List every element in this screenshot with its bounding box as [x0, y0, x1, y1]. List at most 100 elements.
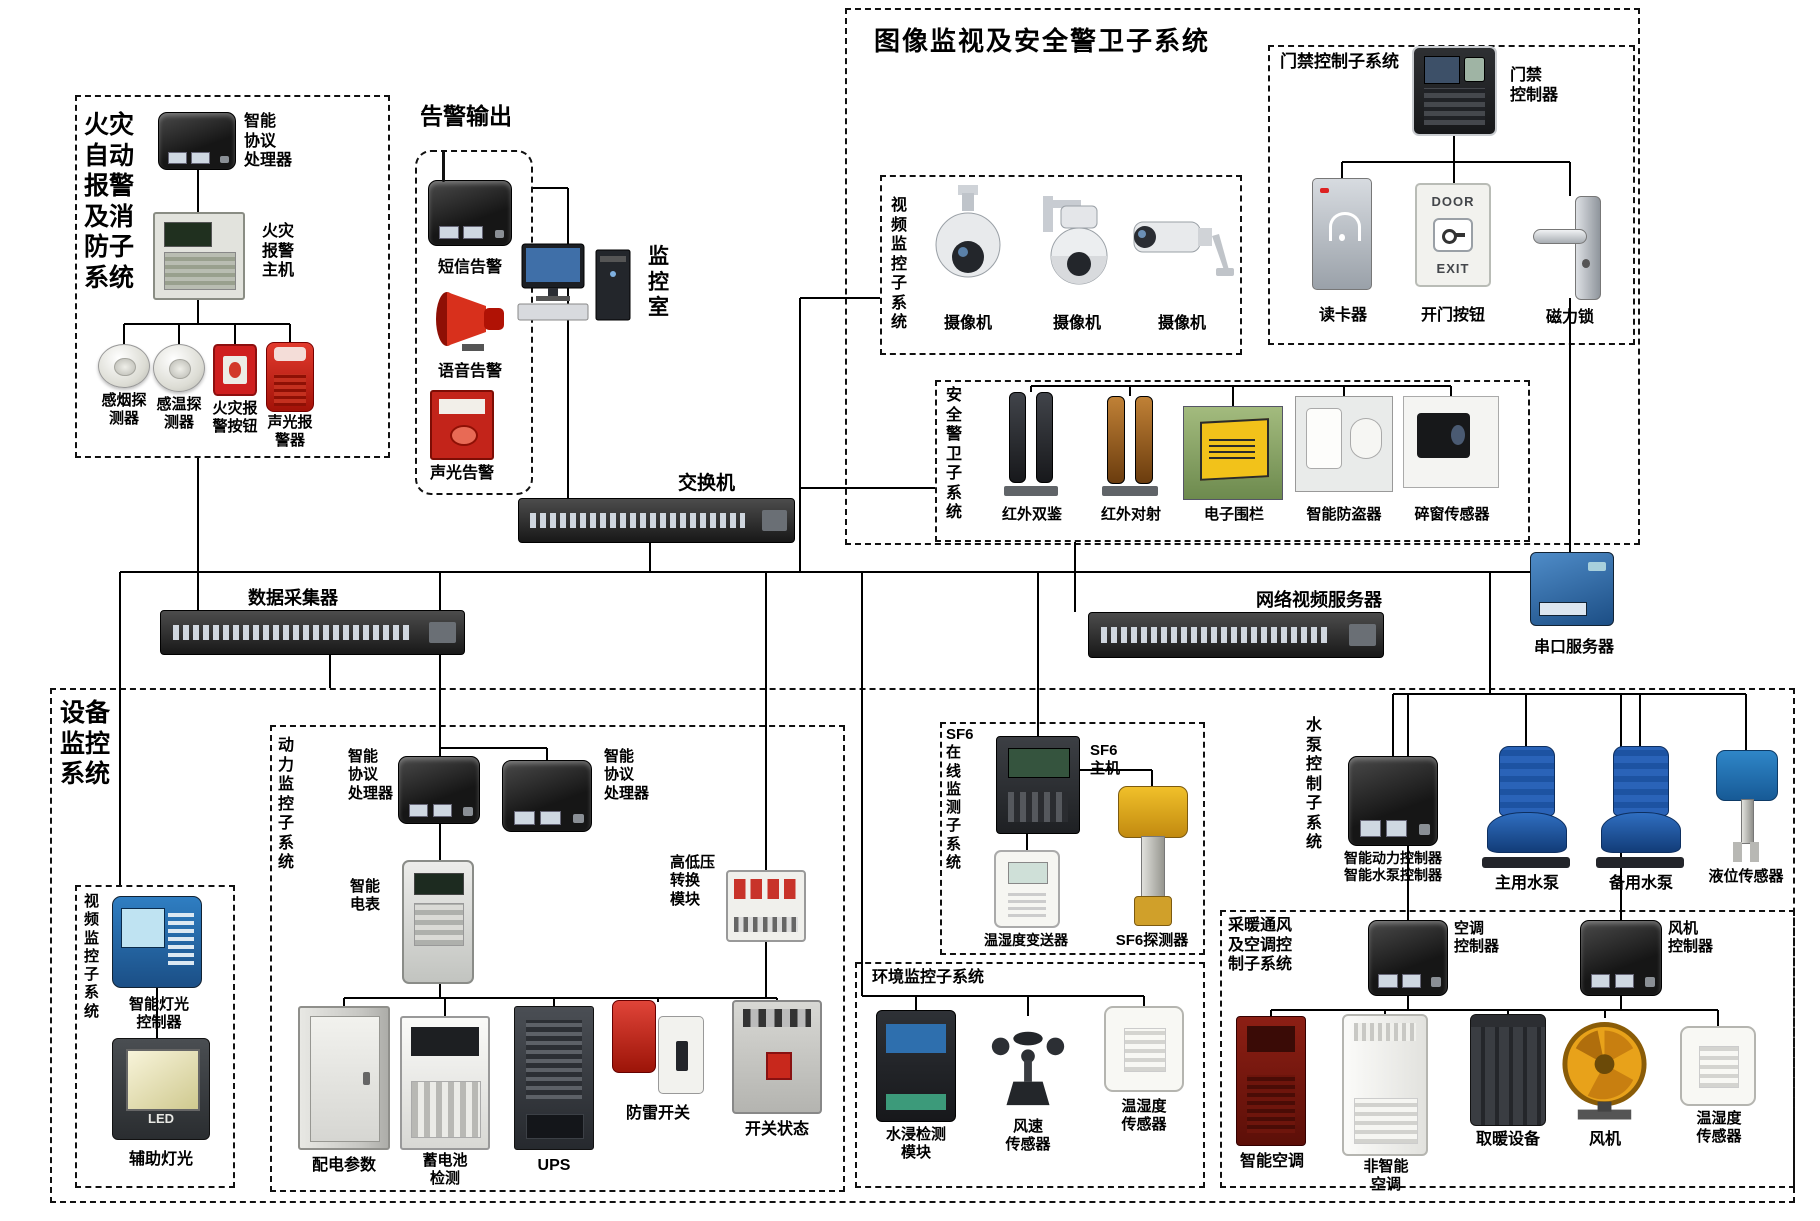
pump-controller-label: 智能动力控制器 智能水泵控制器	[1344, 850, 1442, 884]
sf6-detector-label: SF6探测器	[1115, 932, 1189, 949]
fire-protocol-processor-device	[158, 112, 236, 170]
led-text: LED	[148, 1111, 174, 1126]
ac-controller-label: 空调 控制器	[1454, 920, 1500, 956]
camera-label-1: 摄像机	[943, 315, 992, 332]
data-collector-label: 数据采集器	[248, 588, 338, 608]
ir-beam-device	[1098, 396, 1162, 496]
fire-alarm-host-device	[153, 212, 245, 300]
basic-ac-label: 非智能 空调	[1363, 1158, 1409, 1194]
main-pump-label: 主用水泵	[1494, 875, 1559, 892]
camera-label-3: 摄像机	[1157, 315, 1206, 332]
light-controller-device	[112, 896, 202, 988]
fire-alarm-button-device	[213, 344, 257, 396]
fire-protocol-processor-label: 智能 协议 处理器	[244, 113, 293, 170]
equipment-title: 设备 监控 系统	[60, 699, 111, 788]
video-subsystem-title: 视 频 监 控 子 系 统	[891, 197, 908, 332]
heat-detector-label: 感温探 测器	[156, 396, 202, 432]
sf6-host-label: SF6 主机	[1090, 742, 1121, 778]
power-processor-device-1	[398, 756, 480, 824]
exit-text: EXIT	[1436, 261, 1470, 276]
level-sensor-label: 液位传感器	[1708, 868, 1784, 885]
battery-tester-device	[400, 1016, 490, 1150]
sf6-subsystem-box	[940, 722, 1205, 955]
access-controller-label: 门禁 控制器	[1510, 67, 1559, 104]
sf6-host-device	[996, 736, 1080, 834]
breaker-state-label: 开关状态	[744, 1121, 809, 1138]
door-open-button-device: DOOR EXIT	[1415, 183, 1491, 287]
hv-module-device	[726, 870, 806, 942]
electronic-fence-device	[1183, 406, 1283, 500]
battery-tester-label: 蓄电池 检测	[422, 1152, 468, 1188]
wind-sensor-icon	[984, 1016, 1072, 1112]
fire-sounder-label: 声光报 警器	[267, 414, 313, 450]
fire-subsystem-box	[75, 95, 390, 458]
environment-subsystem-box	[855, 962, 1205, 1188]
power-processor-device-2	[502, 760, 592, 832]
env-th-sensor-device	[1104, 1006, 1184, 1092]
access-controller-device	[1412, 46, 1497, 136]
door-open-button-label: 开门按钮	[1420, 307, 1485, 324]
door-text: DOOR	[1431, 194, 1475, 209]
th-transmitter-device	[994, 850, 1060, 928]
surveillance-title: 图像监视及安全警卫子系统	[874, 26, 1211, 56]
lighting-subsystem-title: 视 频 监 控 子 系 统	[84, 893, 100, 1020]
monitor-room-label: 监 控 室	[648, 245, 669, 320]
pump-controller-device	[1348, 756, 1438, 846]
card-reader-device	[1312, 178, 1372, 290]
sound-light-alert-device	[430, 390, 494, 460]
glass-break-sensor-label: 碎窗传感器	[1414, 506, 1490, 523]
distribution-cabinet-device	[298, 1006, 390, 1150]
surge-protector-label: 防雷开关	[625, 1105, 690, 1122]
surge-protector-device	[612, 1000, 704, 1098]
power-subsystem-title: 动 力 监 控 子 系 统	[278, 737, 295, 872]
video-server-label: 网络视频服务器	[1256, 590, 1382, 610]
surveillance-security-box	[845, 8, 1640, 545]
ir-beam-label: 红外对射	[1100, 506, 1161, 523]
fire-alarm-button-label: 火灾报 警按钮	[212, 400, 258, 436]
ir-dual-label: 红外双鉴	[1001, 506, 1062, 523]
power-processor-label-2: 智能 协议 处理器	[604, 748, 650, 802]
serial-server-device	[1530, 552, 1614, 626]
smart-ac-device	[1236, 1016, 1306, 1146]
level-sensor-device	[1704, 750, 1788, 862]
industrial-fan-icon	[1558, 1018, 1652, 1126]
key-icon	[1433, 218, 1473, 252]
distribution-label: 配电参数	[311, 1157, 376, 1174]
hvac-subsystem-box	[1220, 910, 1795, 1188]
power-processor-label-1: 智能 协议 处理器	[348, 748, 394, 802]
hvac-th-sensor-label: 温湿度 传感器	[1696, 1110, 1742, 1146]
heat-detector-device	[153, 344, 205, 392]
alarm-output-title: 告警输出	[420, 103, 512, 129]
sf6-subsystem-title: SF6 在 线 监 测 子 系 统	[946, 726, 974, 872]
aux-light-label: 辅助灯光	[128, 1151, 193, 1168]
th-transmitter-label: 温湿度变送器	[984, 932, 1068, 948]
power-monitoring-subsystem-box	[270, 725, 845, 1192]
ir-dual-detector-device	[1000, 392, 1062, 496]
sf6-detector-device	[1112, 786, 1192, 926]
fire-sounder-device	[266, 342, 314, 412]
guard-subsystem-title: 安 全 警 卫 子 系 统	[946, 387, 963, 522]
network-switch-label: 交换机	[678, 473, 736, 494]
main-pump-device	[1478, 746, 1574, 868]
hvac-th-sensor-device	[1680, 1026, 1756, 1106]
water-leak-module-device	[876, 1010, 956, 1122]
ac-controller-device	[1368, 920, 1448, 996]
basic-ac-device	[1342, 1014, 1428, 1156]
wind-sensor-label: 风速 传感器	[1005, 1118, 1051, 1154]
pump-subsystem-title: 水 泵 控 制 子 系 统	[1306, 717, 1323, 852]
smart-meter-device	[402, 860, 474, 984]
env-subsystem-title: 环境监控子系统	[872, 969, 985, 986]
lighting-subsystem-box	[75, 885, 235, 1188]
industrial-fan-label: 风机	[1588, 1131, 1621, 1148]
glass-break-sensor-device	[1403, 396, 1499, 488]
ups-label: UPS	[537, 1157, 571, 1174]
ptz-camera-icon	[1035, 190, 1120, 298]
backup-pump-device	[1592, 746, 1688, 868]
voice-alert-label: 语音告警	[437, 363, 502, 380]
monitor-room-computer-icon	[512, 240, 642, 335]
light-controller-label: 智能灯光 控制器	[128, 996, 189, 1032]
ups-device	[514, 1006, 594, 1150]
camera-label-2: 摄像机	[1052, 315, 1101, 332]
